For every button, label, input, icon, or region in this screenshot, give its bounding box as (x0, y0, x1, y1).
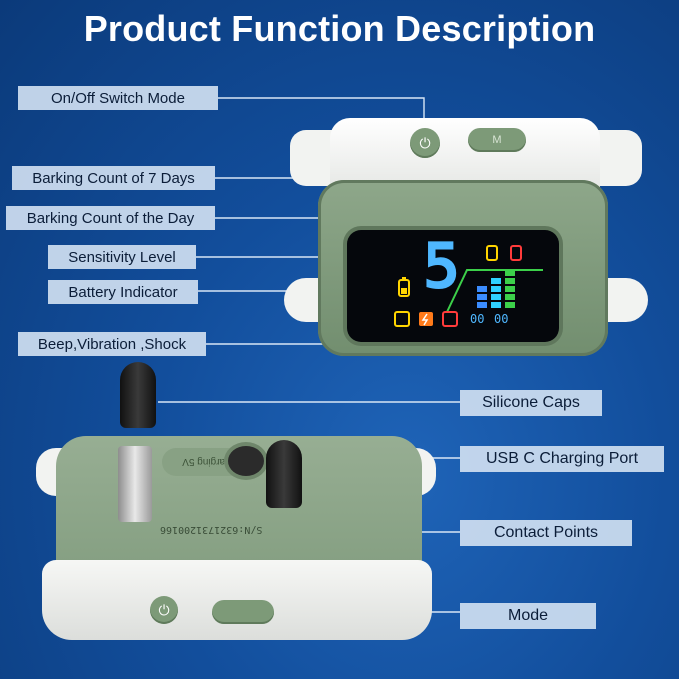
sensitivity-digit: 5 (422, 230, 461, 304)
day-count-icon (486, 245, 498, 261)
label-barking-day: Barking Count of the Day (6, 206, 215, 230)
power-icon: ⏻ (419, 134, 431, 151)
label-beep-vibration-shock: Beep,Vibration ,Shock (18, 332, 206, 356)
label-mode: Mode (460, 603, 596, 629)
speaker-icon (394, 311, 410, 327)
label-silicone-caps: Silicone Caps (460, 390, 602, 416)
bottom-power-button[interactable]: ⏻ (150, 596, 178, 624)
contact-point-pin (118, 446, 152, 522)
battery-icon (398, 277, 410, 297)
serial-number: S/N:6321731200166 (160, 524, 263, 535)
label-barking-7days: Barking Count of 7 Days (12, 166, 215, 190)
lcd-screen (347, 230, 559, 342)
silicone-cap-on-device (266, 440, 302, 508)
silicone-cap-loose (120, 362, 156, 428)
fingerprint-icon (442, 311, 458, 327)
label-battery: Battery Indicator (48, 280, 198, 304)
day-count-value: 00 (470, 312, 485, 326)
mode-button-text: M (492, 134, 502, 146)
label-usb-c: USB C Charging Port (460, 446, 664, 472)
top-mode-button[interactable]: M (468, 128, 526, 152)
usb-c-port[interactable] (228, 446, 264, 476)
signal-bars (446, 269, 543, 313)
lightning-icon (419, 312, 433, 326)
lcd-graphics (394, 245, 543, 327)
label-contact-points: Contact Points (460, 520, 632, 546)
label-on-off: On/Off Switch Mode (18, 86, 218, 110)
week-count-icon (510, 245, 522, 261)
week-count-value: 00 (494, 312, 509, 326)
power-icon: ⏻ (158, 601, 170, 618)
bottom-mode-button[interactable] (212, 600, 274, 624)
top-power-button[interactable]: ⏻ (410, 128, 440, 158)
page-title: Product Function Description (83, 8, 596, 49)
label-sensitivity: Sensitivity Level (48, 245, 196, 269)
